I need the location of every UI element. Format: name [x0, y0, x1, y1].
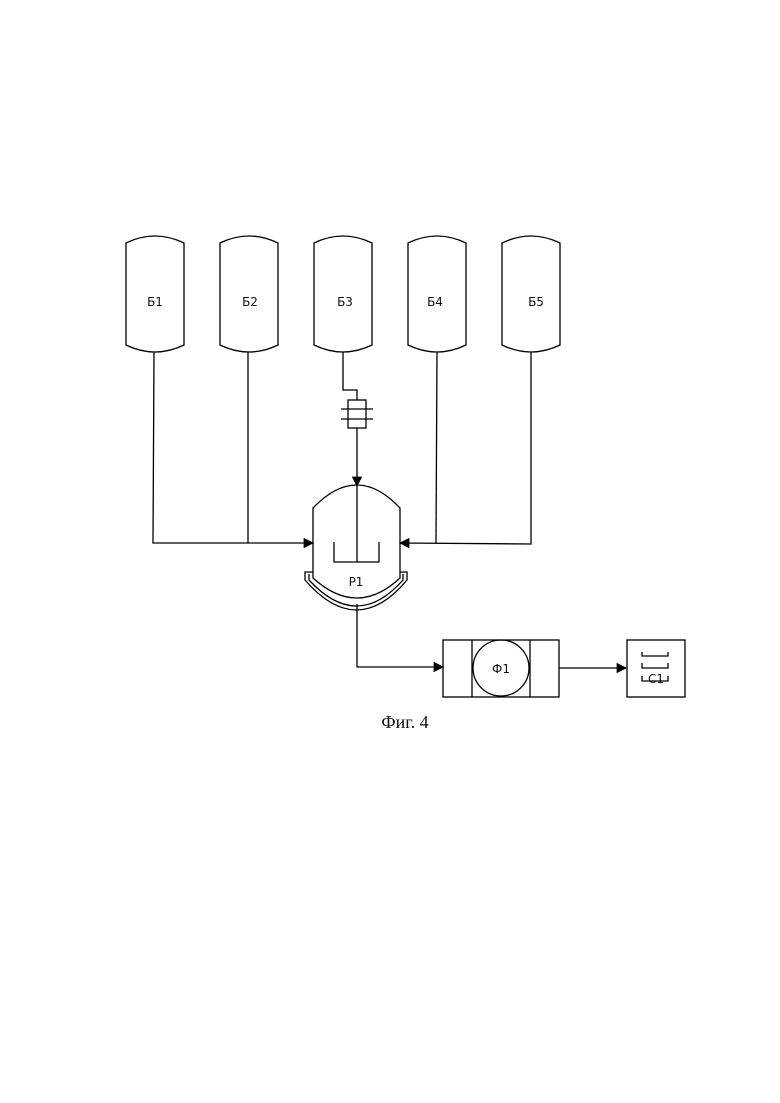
- reactor-r1-label: Р1: [349, 575, 364, 589]
- filter-f1-label: Ф1: [492, 662, 510, 676]
- pipe-b5-reactor: [400, 352, 531, 544]
- pipe-b1-reactor: [153, 352, 313, 543]
- dryer-c1: [627, 640, 685, 697]
- tank-b1: [126, 236, 184, 352]
- tank-b4-label: Б4: [427, 295, 443, 309]
- tank-b2: [220, 236, 278, 352]
- tank-b5: [502, 236, 560, 352]
- tank-b5-label: Б5: [528, 295, 544, 309]
- tank-b2-label: Б2: [242, 295, 258, 309]
- tank-b4: [408, 236, 466, 352]
- tank-b3: [314, 236, 372, 352]
- tank-b1-label: Б1: [147, 295, 163, 309]
- pipe-b4-reactor: [436, 352, 437, 543]
- tank-b3-label: Б3: [337, 295, 353, 309]
- reactor-r1: [305, 485, 407, 610]
- dryer-c1-label: С1: [648, 672, 664, 686]
- figure-caption: Фиг. 4: [0, 712, 780, 733]
- dosing-device: [341, 400, 373, 428]
- pipe-reactor-filter: [357, 604, 443, 667]
